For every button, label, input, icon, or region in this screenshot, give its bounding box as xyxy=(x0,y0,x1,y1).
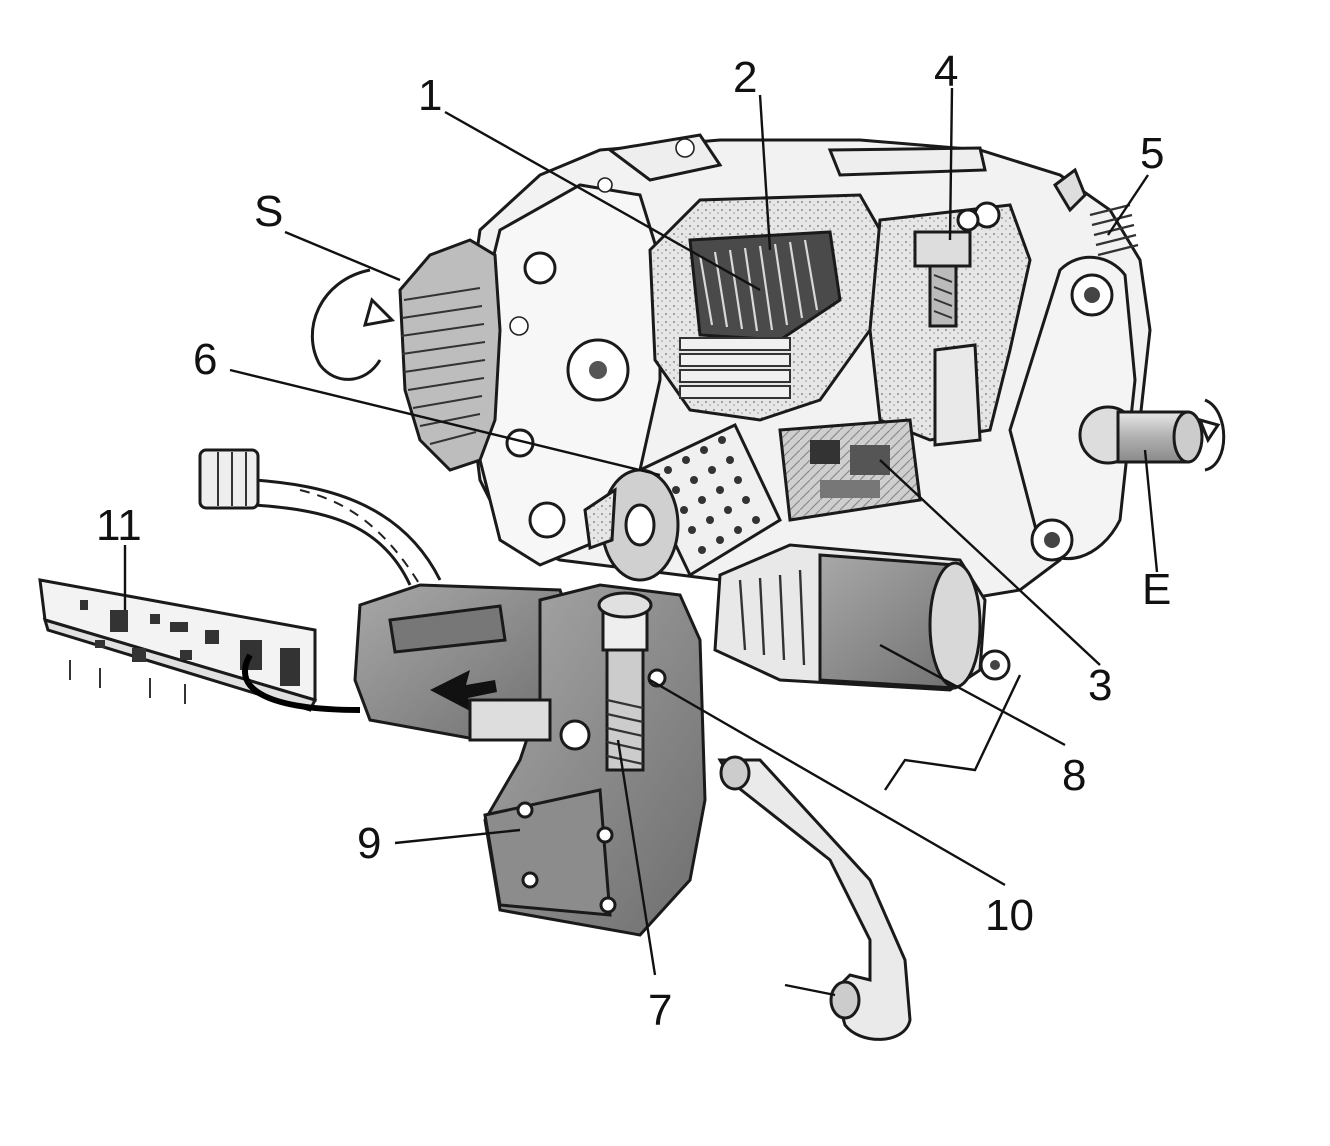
control-board-11 xyxy=(38,578,361,713)
label-s: S xyxy=(254,187,283,236)
bracket-line xyxy=(884,674,1022,791)
label-11: 11 xyxy=(96,501,142,550)
label-10: 10 xyxy=(985,891,1034,940)
clutch-pack xyxy=(648,193,882,422)
pump-motor-8 xyxy=(713,543,1011,692)
leader-lines xyxy=(123,87,1159,976)
label-2: 2 xyxy=(733,53,757,102)
pipe xyxy=(717,755,912,1041)
crown-wheel-s xyxy=(310,238,502,472)
label-4: 4 xyxy=(934,47,958,96)
cable-connector xyxy=(198,448,442,586)
label-3: 3 xyxy=(1088,661,1112,710)
label-1: 1 xyxy=(418,71,442,120)
filter-6 xyxy=(583,423,782,582)
label-5: 5 xyxy=(1140,129,1164,178)
hydraulic-unit-9 xyxy=(353,583,707,937)
gear-mechanism-3 xyxy=(778,418,922,522)
label-8: 8 xyxy=(1062,751,1086,800)
valve-assembly xyxy=(868,201,1032,447)
output-flange-e xyxy=(1008,167,1226,562)
label-6: 6 xyxy=(193,335,217,384)
label-9: 9 xyxy=(357,819,381,868)
label-e: E xyxy=(1142,565,1171,614)
label-7: 7 xyxy=(648,986,672,1035)
